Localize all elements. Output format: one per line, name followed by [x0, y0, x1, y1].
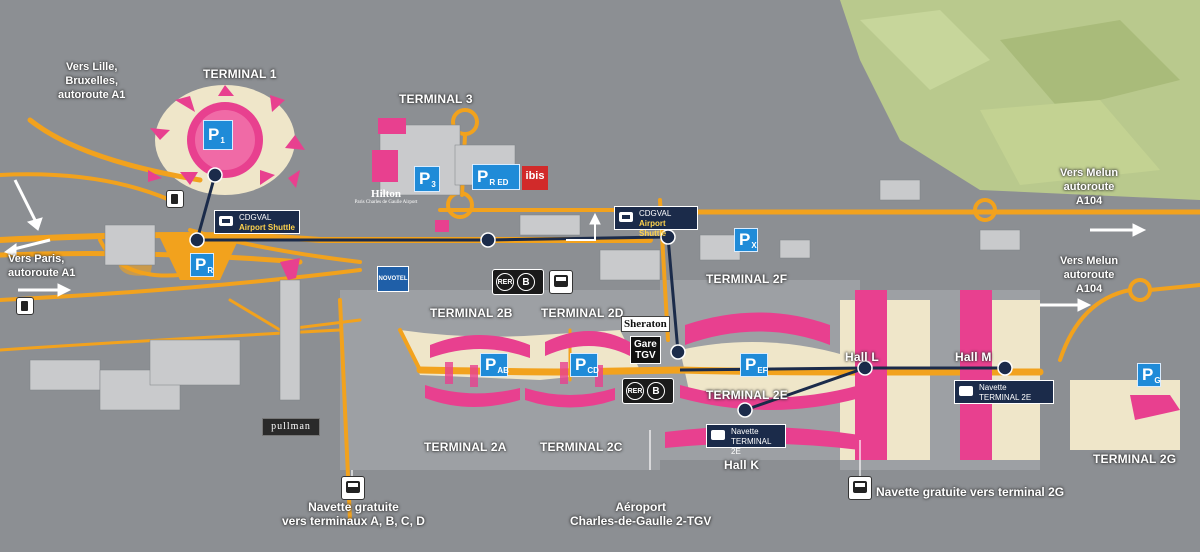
direction-lille-label: Vers Lille, Bruxelles, autoroute A1	[58, 61, 126, 101]
terminal-2g-label: TERMINAL 2G	[1093, 452, 1177, 466]
gare-tgv-sign: Gare TGV	[630, 336, 661, 364]
cdgval-t1-line1: CDGVAL	[239, 213, 272, 222]
buildings	[29, 124, 1021, 411]
parking-px-sub: X	[751, 240, 757, 250]
direction-paris-label: Vers Paris, autoroute A1	[8, 253, 76, 279]
novotel-name: NOVOTEL	[378, 276, 408, 282]
parking-pef-letter: P	[745, 355, 757, 374]
pullman-name: pullman	[271, 421, 311, 432]
navette-hall-m-sign: Navette TERMINAL 2E	[954, 380, 1054, 404]
fields	[840, 0, 1200, 200]
rer-line-b: B	[517, 273, 535, 291]
train-icon	[219, 216, 233, 226]
terminal-2d-label: TERMINAL 2D	[541, 306, 624, 320]
parking-p3-letter: P	[419, 169, 431, 188]
parking-pcd-sub: CD	[587, 365, 599, 375]
parking-pg-sub: G	[1154, 375, 1161, 385]
fuel-station-icon	[16, 297, 34, 315]
bus-icon	[711, 430, 725, 440]
parking-pab-sub: AB	[497, 365, 509, 375]
hall-l-label: Hall L	[845, 350, 879, 364]
direction-arrows	[3, 179, 1147, 312]
cdgval-shuttle-t2-sign: CDGVAL Airport Shuttle	[614, 206, 698, 238]
terminal-2f-label: TERMINAL 2F	[706, 272, 788, 286]
parking-pr-letter: P	[195, 255, 207, 274]
rer-b-sign-north: RER B	[492, 269, 544, 295]
cdgval-t2-line1: CDGVAL	[639, 209, 672, 218]
parking-pr-ed-sub: R ED	[489, 177, 509, 187]
hilton-logo: Hilton Paris Charles de Gaulle Airport	[346, 188, 426, 205]
direction-melun-2-label: Vers Melun autoroute A104	[1060, 255, 1119, 295]
parking-pr-ed-letter: P	[477, 167, 489, 186]
parking-p3-sub: 3	[431, 179, 436, 189]
rer-line-b: B	[647, 382, 665, 400]
parking-p1-letter: P	[208, 125, 220, 144]
sheraton-name: Sheraton	[624, 318, 667, 330]
navette-k-line1: Navette	[731, 427, 759, 436]
navette-2g-label: Navette gratuite vers terminal 2G	[876, 485, 1065, 499]
ibis-logo: ibis	[522, 166, 548, 190]
train-icon	[619, 212, 633, 222]
pullman-logo: pullman	[262, 418, 320, 436]
cdgval-shuttle-t1-sign: CDGVAL Airport Shuttle	[214, 210, 300, 234]
novotel-logo: NOVOTEL	[377, 266, 409, 292]
parking-pr-sub: R	[207, 265, 214, 275]
terminal-1-label: TERMINAL 1	[203, 67, 277, 81]
sheraton-logo: Sheraton	[621, 316, 670, 332]
terminal-2b-label: TERMINAL 2B	[430, 306, 513, 320]
ibis-name: ibis	[525, 170, 545, 182]
hilton-name: Hilton	[371, 188, 401, 200]
bus-icon	[341, 476, 365, 500]
terminal-2e-label: TERMINAL 2E	[706, 388, 788, 402]
parking-pg-letter: P	[1142, 365, 1154, 384]
direction-melun-1-label: Vers Melun autoroute A104	[1060, 167, 1119, 207]
parking-pef-sub: EF	[757, 365, 768, 375]
rer-b-sign-tgv: RER B	[622, 378, 674, 404]
hall-k-label: Hall K	[724, 458, 760, 472]
navette-m-line1: Navette	[979, 383, 1007, 392]
hall-m-label: Hall M	[955, 350, 992, 364]
parking-pcd-letter: P	[575, 355, 587, 374]
parking-p1-sub: 1	[220, 135, 225, 145]
cdgval-stations	[189, 167, 1013, 418]
fuel-station-icon	[166, 190, 184, 208]
rer-badge: RER	[626, 382, 644, 400]
bus-icon	[848, 476, 872, 500]
navette-k-line2: TERMINAL 2E	[731, 437, 772, 456]
hilton-subtitle: Paris Charles de Gaulle Airport	[354, 200, 418, 205]
parking-pab-letter: P	[485, 355, 497, 374]
navette-hall-k-sign: Navette TERMINAL 2E	[706, 424, 786, 456]
rer-badge: RER	[496, 273, 514, 291]
parking-px-letter: P	[739, 230, 751, 249]
terminal-3-label: TERMINAL 3	[399, 92, 473, 106]
bus-icon	[959, 386, 973, 396]
cdgval-t1-line2: Airport Shuttle	[239, 223, 295, 232]
navette-abcd-label: Navette gratuite vers terminaux A, B, C,…	[282, 500, 425, 528]
bus-icon	[549, 270, 573, 294]
terminal-2a-label: TERMINAL 2A	[424, 440, 507, 454]
cdgval-t2-line2: Airport Shuttle	[639, 219, 667, 238]
terminal-2c-label: TERMINAL 2C	[540, 440, 623, 454]
navette-m-line2: TERMINAL 2E	[979, 393, 1032, 402]
aeroport-tgv-label: Aéroport Charles-de-Gaulle 2-TGV	[570, 500, 712, 528]
